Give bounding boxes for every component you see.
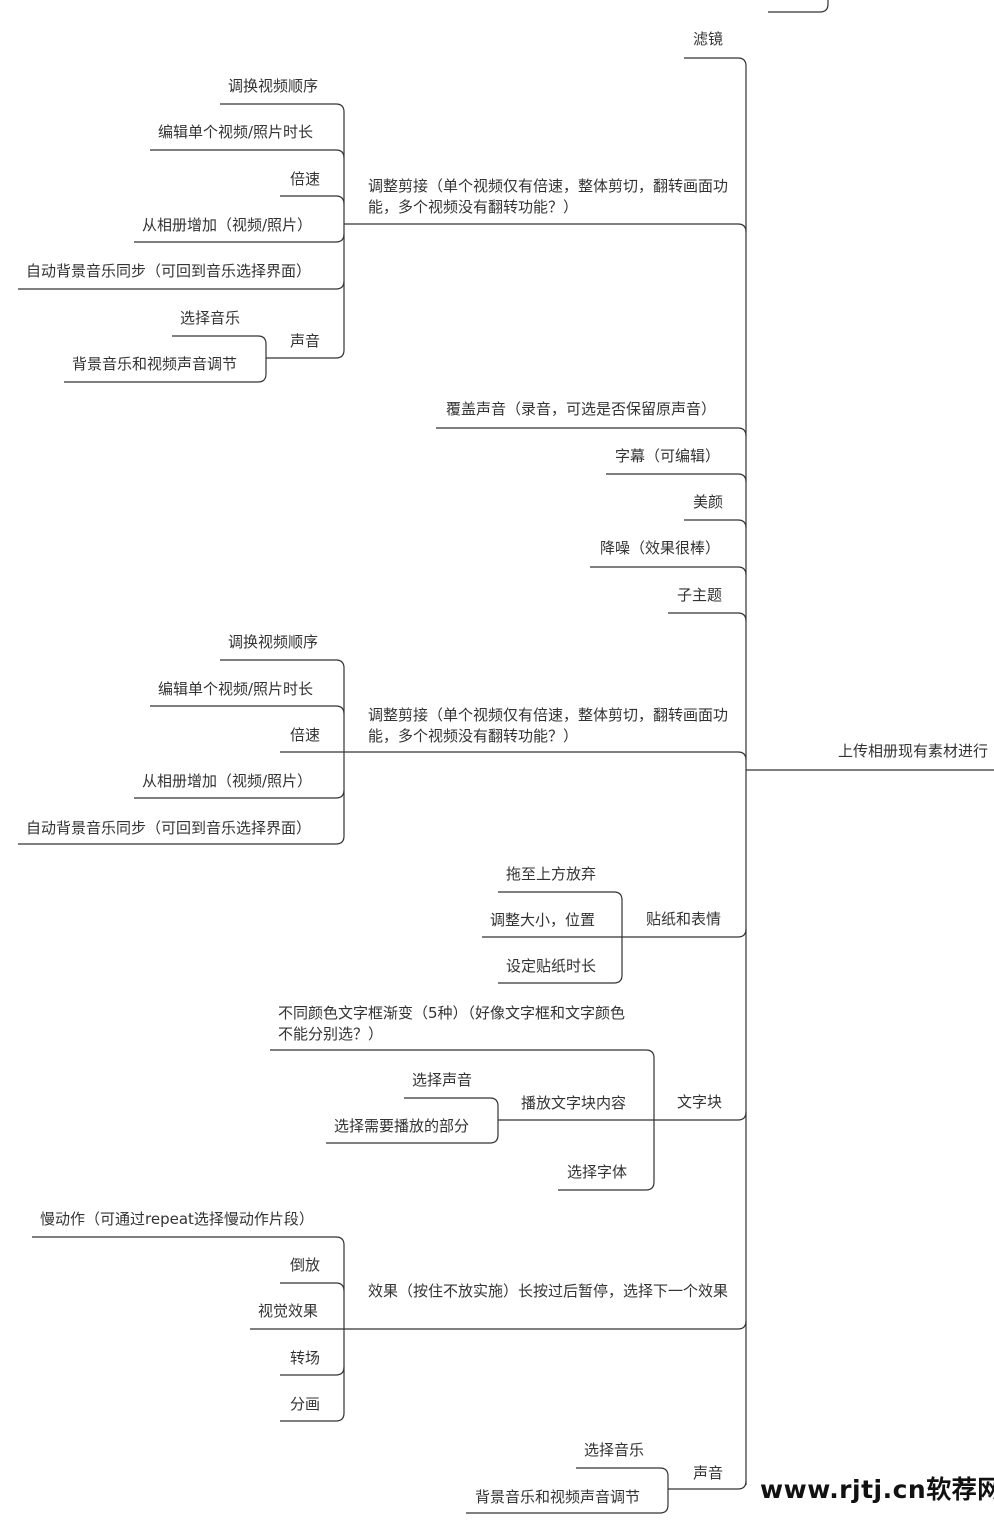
- wz-p-sound-line: [404, 1097, 499, 1107]
- sy-vertical: [466, 1476, 669, 1514]
- zizhuti-line: [668, 612, 747, 622]
- fugai-line: [436, 427, 747, 437]
- t1-auto-line: [18, 280, 345, 290]
- node-tiaozheng1[interactable]: 调整剪接（单个视频仅有倍速，整体剪切，翻转画面功能，多个视频没有翻转功能？）: [368, 177, 729, 216]
- t1-speed-line: [280, 195, 345, 205]
- node-xiaoguo[interactable]: 效果（按住不放实施）长按过后暂停，选择下一个效果: [368, 1282, 729, 1300]
- t2-vertical: [18, 668, 345, 845]
- node-sy-adjust[interactable]: 背景音乐和视频声音调节: [475, 1488, 641, 1506]
- t1-duration-line: [150, 149, 345, 159]
- wz-color-line: [270, 1049, 655, 1059]
- node-t2-speed[interactable]: 倍速: [290, 726, 321, 744]
- node-wz-color[interactable]: 不同颜色文字框渐变（5种）（好像文字框和文字颜色不能分别选？）: [278, 1004, 626, 1043]
- node-fugai[interactable]: 覆盖声音（录音，可选是否保留原声音）: [446, 400, 717, 418]
- node-t1-speed[interactable]: 倍速: [290, 170, 321, 188]
- node-t2-order[interactable]: 调换视频顺序: [228, 633, 319, 651]
- node-tiezhi[interactable]: 贴纸和表情: [646, 910, 722, 928]
- node-tz-drag[interactable]: 拖至上方放弃: [506, 865, 597, 883]
- node-t1-add[interactable]: 从相册增加（视频/照片）: [142, 216, 313, 234]
- node-zizhuti[interactable]: 子主题: [677, 586, 723, 604]
- meiyan-line: [684, 519, 747, 529]
- wz-vertical: [558, 1058, 655, 1191]
- node-meiyan[interactable]: 美颜: [693, 493, 724, 511]
- node-lvjing[interactable]: 滤镜: [693, 30, 724, 48]
- node-wz-font[interactable]: 选择字体: [567, 1163, 628, 1181]
- node-jiangzao[interactable]: 降噪（效果很棒）: [600, 539, 721, 557]
- t1-sound-vertical: [64, 344, 267, 383]
- xiaoguo-line: [344, 1320, 747, 1330]
- node-zimu[interactable]: 字幕（可编辑）: [615, 447, 721, 465]
- t1-vertical: [266, 112, 345, 359]
- t1-order-line: [220, 103, 345, 113]
- node-wz-p-sound[interactable]: 选择声音: [412, 1071, 473, 1089]
- node-xg-split[interactable]: 分画: [290, 1395, 321, 1413]
- node-t2-auto[interactable]: 自动背景音乐同步（可回到音乐选择界面）: [26, 819, 312, 837]
- node-t1-s-select[interactable]: 选择音乐: [180, 309, 241, 327]
- t1-s-select-line: [172, 335, 267, 345]
- node-xg-visual[interactable]: 视觉效果: [258, 1302, 319, 1320]
- tz-drag-line: [498, 891, 623, 901]
- jiangzao-line: [590, 566, 747, 576]
- node-tiaozheng2[interactable]: 调整剪接（单个视频仅有倍速，整体剪切，翻转画面功能，多个视频没有翻转功能？）: [368, 706, 729, 745]
- node-xg-slow[interactable]: 慢动作（可通过repeat选择慢动作片段）: [40, 1210, 314, 1228]
- node-xg-transition[interactable]: 转场: [290, 1349, 321, 1367]
- t2-add-line: [134, 789, 345, 799]
- t2-order-line: [220, 659, 345, 669]
- node-t2-duration[interactable]: 编辑单个视频/照片时长: [158, 680, 314, 698]
- node-wz-p-part[interactable]: 选择需要播放的部分: [334, 1117, 470, 1135]
- lvjing-line: [684, 57, 747, 67]
- node-t1-duration[interactable]: 编辑单个视频/照片时长: [158, 123, 314, 141]
- node-shengyin[interactable]: 声音: [693, 1464, 724, 1482]
- node-t1-order[interactable]: 调换视频顺序: [228, 77, 319, 95]
- node-t1-sound[interactable]: 声音: [290, 332, 321, 350]
- node-t2-add[interactable]: 从相册增加（视频/照片）: [142, 772, 313, 790]
- tiaozheng2-line: [344, 751, 747, 761]
- node-wz-play[interactable]: 播放文字块内容: [521, 1094, 627, 1112]
- node-xg-reverse[interactable]: 倒放: [290, 1256, 321, 1274]
- node-sy-select[interactable]: 选择音乐: [584, 1441, 645, 1459]
- tiaozheng1-line: [344, 223, 747, 233]
- t1-add-line: [134, 233, 345, 243]
- watermark-text: www.rjtj.cn软荐网: [760, 1475, 994, 1504]
- wenzi-line: [654, 1111, 747, 1121]
- t2-duration-line: [150, 705, 345, 715]
- wz-play-vertical: [326, 1106, 499, 1144]
- root-node[interactable]: 上传相册现有素材进行: [838, 742, 989, 760]
- node-tz-size[interactable]: 调整大小，位置: [490, 911, 596, 929]
- node-t1-s-adjust[interactable]: 背景音乐和视频声音调节: [72, 355, 238, 373]
- node-wenzi[interactable]: 文字块: [677, 1093, 723, 1111]
- xg-reverse-line: [280, 1282, 345, 1292]
- xg-transition-line: [280, 1366, 345, 1376]
- main-spine: [768, 0, 829, 13]
- xg-slow-line: [32, 1236, 345, 1246]
- tz-vertical: [498, 900, 623, 984]
- xg-vertical: [280, 1245, 345, 1422]
- sy-select-line: [576, 1467, 669, 1477]
- zimu-line: [606, 473, 747, 483]
- shengyin-line: [668, 1480, 747, 1490]
- node-t1-auto[interactable]: 自动背景音乐同步（可回到音乐选择界面）: [26, 262, 312, 280]
- tiezhi-line: [622, 928, 747, 938]
- node-tz-time[interactable]: 设定贴纸时长: [506, 957, 597, 975]
